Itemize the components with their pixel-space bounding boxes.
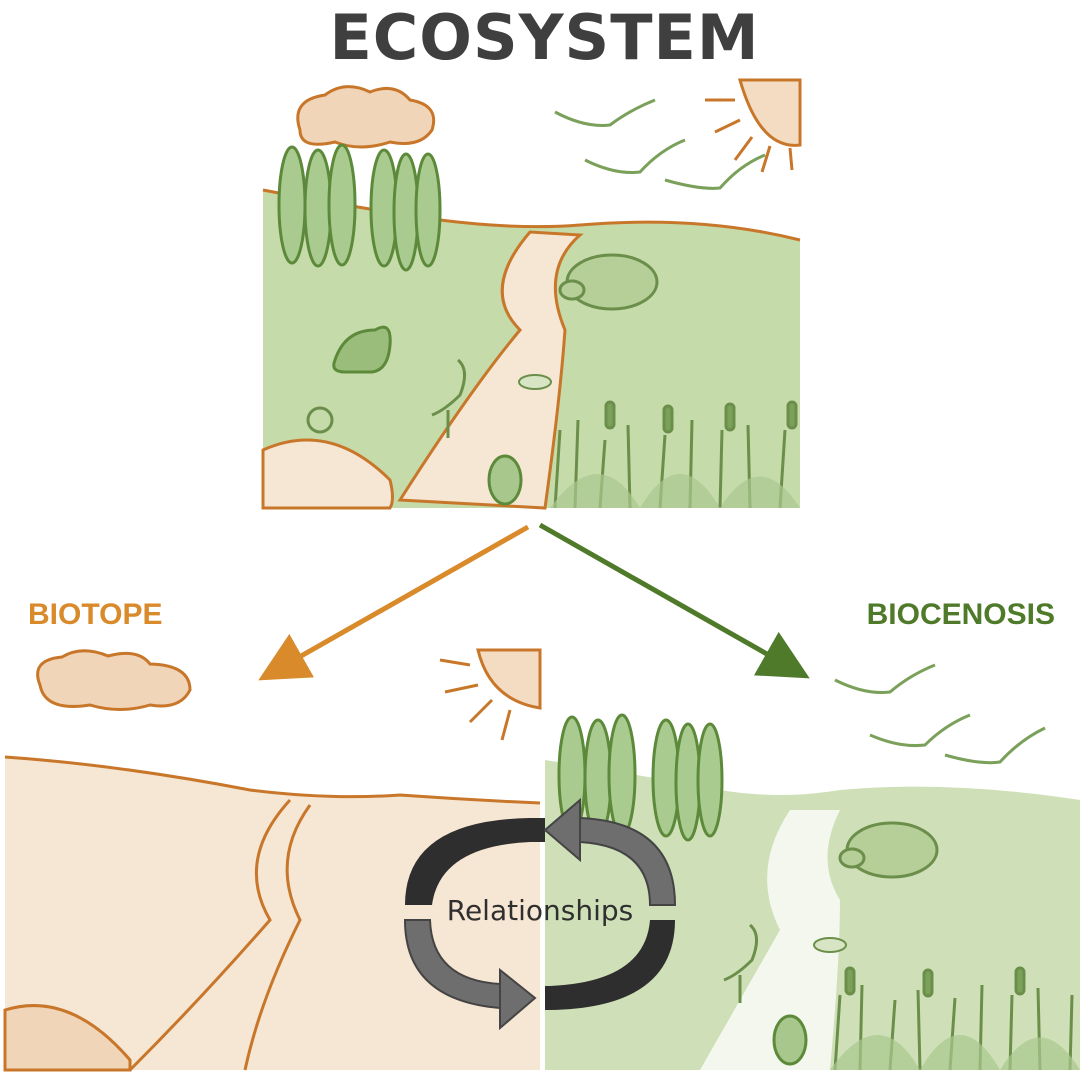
relationships-label: Relationships (446, 894, 634, 927)
relationships-cycle (403, 797, 677, 1031)
cloud-icon (36, 649, 192, 711)
cattails-icon (833, 966, 1074, 1071)
biotope-panel (3, 648, 542, 1072)
cycle-arrow-bottom (545, 920, 675, 1010)
tortoise-icon (838, 821, 939, 879)
arrow-to-biotope (258, 524, 530, 681)
otter-icon (332, 325, 392, 374)
snail-icon (306, 406, 334, 434)
cattails-icon (553, 400, 798, 509)
birds-icon (834, 663, 1046, 765)
fish-icon (518, 374, 552, 390)
sun-icon (439, 648, 542, 741)
cycle-arrow-top (405, 818, 545, 905)
sun-icon (705, 78, 802, 173)
trees-icon (557, 713, 724, 842)
fish-icon (813, 937, 847, 953)
tortoise-icon (558, 253, 659, 311)
birds-icon (554, 98, 766, 190)
heron-icon (723, 923, 758, 1003)
biocenosis-label: BIOCENOSIS (866, 598, 1055, 631)
trees-icon (277, 143, 442, 272)
heron-icon (431, 358, 466, 438)
ecosystem-panel (261, 78, 802, 510)
duck-icon (487, 454, 523, 506)
biotope-label: BIOTOPE (28, 598, 163, 631)
arrow-to-biocenosis (538, 522, 810, 679)
cloud-icon (296, 85, 436, 149)
duck-icon (772, 1014, 808, 1066)
biocenosis-panel (545, 663, 1080, 1071)
page-title: ECOSYSTEM (329, 1, 760, 74)
